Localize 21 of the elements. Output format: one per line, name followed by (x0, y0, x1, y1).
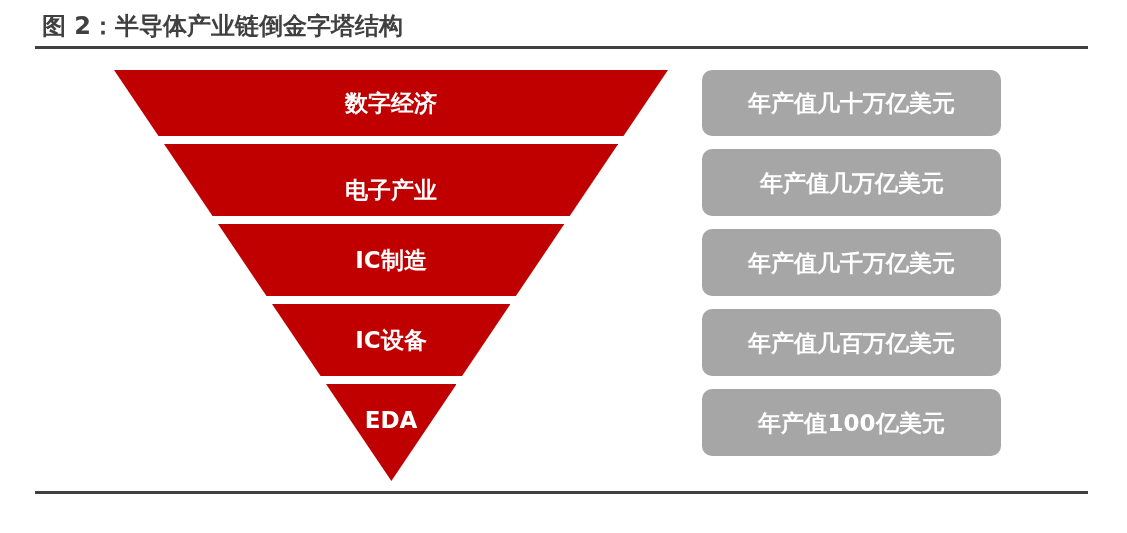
band-label: 电子产业 (345, 176, 437, 204)
value-text: 年产值几百万亿美元 (748, 329, 955, 356)
band-label: EDA (364, 406, 418, 434)
value-box (702, 149, 1001, 216)
value-text: 年产值几十万亿美元 (748, 89, 955, 117)
figure-title: 图 2：半导体产业链倒金字塔结构 (42, 13, 404, 41)
value-box (702, 309, 1001, 376)
pyramid-band (217, 224, 565, 296)
pyramid-band (325, 384, 457, 481)
value-text: 年产值几千万亿美元 (748, 249, 955, 276)
band-label: IC设备 (355, 326, 427, 354)
value-box (702, 389, 1001, 456)
value-text: 年产值几万亿美元 (759, 169, 944, 196)
pyramid-band (163, 144, 619, 216)
value-box (702, 229, 1001, 296)
band-label: 数字经济 (345, 89, 437, 117)
pyramid-band (271, 304, 511, 376)
pyramid-band (114, 70, 668, 136)
value-box (702, 70, 1001, 136)
value-text: 年产值100亿美元 (758, 409, 945, 436)
band-label: IC制造 (355, 246, 427, 274)
